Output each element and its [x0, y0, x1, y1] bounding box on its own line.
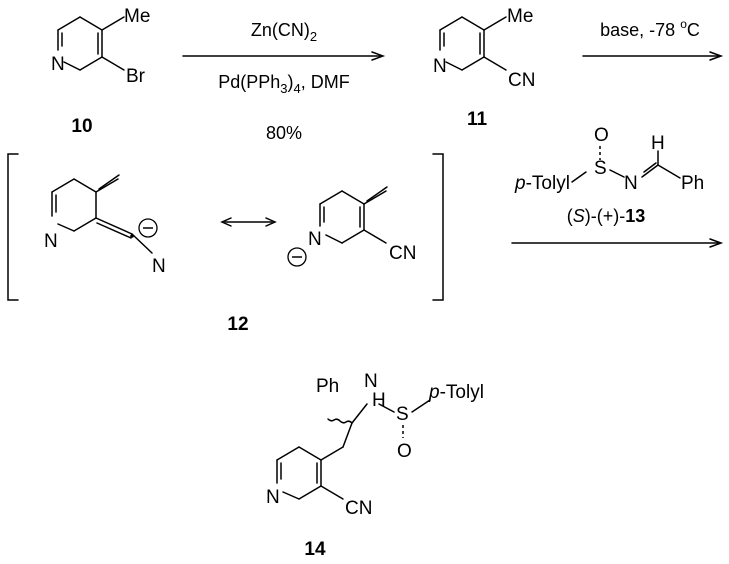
deprotonation-conditions: base, -78 oC [600, 17, 700, 40]
methyl-group: Me [124, 6, 150, 27]
n-atom: N [308, 229, 322, 250]
oxygen-atom: O [397, 441, 412, 462]
p-tolyl-group: p-Tolyl [514, 173, 570, 194]
compound-14-structure: Ph N H S O p-Tolyl N CN [266, 371, 484, 519]
reagent-zinc-cyanide: Zn(CN)2 [251, 20, 317, 44]
amine-h-atom: H [372, 390, 386, 411]
negative-charge-icon [287, 247, 307, 267]
right-bracket [432, 153, 444, 301]
n-atom: N [44, 231, 58, 252]
cyano-group: CN [345, 498, 372, 519]
left-bracket [7, 153, 19, 301]
reaction-arrow-1 [182, 51, 386, 61]
cyano-group: CN [508, 70, 535, 91]
carbanion-dot [130, 234, 134, 238]
compound-label-14: 14 [304, 539, 326, 560]
compound-12-resonance-b: N CN [287, 186, 416, 267]
phenyl-group: Ph [316, 376, 339, 397]
n-atom: N [51, 54, 65, 75]
negative-charge-icon [138, 218, 158, 238]
bromo-group: Br [126, 66, 146, 87]
n-atom: N [266, 487, 280, 508]
compound-11-structure: N Me CN [433, 6, 535, 91]
n-atom: N [433, 56, 447, 77]
p-tolyl-group: p-Tolyl [428, 382, 484, 403]
resonance-arrow [220, 217, 277, 227]
oxygen-atom: O [594, 125, 609, 146]
imine-n-atom: N [624, 173, 638, 194]
reaction-arrow-3 [511, 238, 724, 248]
compound-10-structure: N Me Br [51, 6, 150, 87]
reagent-13-label: (S)-(+)-13 [567, 206, 646, 226]
reagent-13-structure: O S p-Tolyl N H Ph [514, 125, 704, 194]
sulfur-atom: S [594, 158, 607, 179]
ketenimine-n-atom: N [152, 256, 166, 277]
hydrogen-atom: H [651, 133, 665, 154]
reaction-arrow-2 [582, 51, 724, 61]
compound-12-resonance-a: N N [44, 174, 166, 277]
phenyl-group: Ph [681, 173, 704, 194]
compound-label-11: 11 [467, 109, 488, 130]
methyl-group: Me [507, 6, 533, 27]
compound-label-10: 10 [71, 116, 92, 137]
step-1-yield: 80% [266, 123, 302, 143]
compound-label-12: 12 [227, 314, 248, 335]
cyano-group: CN [389, 243, 416, 264]
sulfur-atom: S [396, 404, 409, 425]
amine-n-atom: N [364, 371, 378, 392]
reagent-palladium-catalyst: Pd(PPh3)4, DMF [218, 72, 350, 96]
